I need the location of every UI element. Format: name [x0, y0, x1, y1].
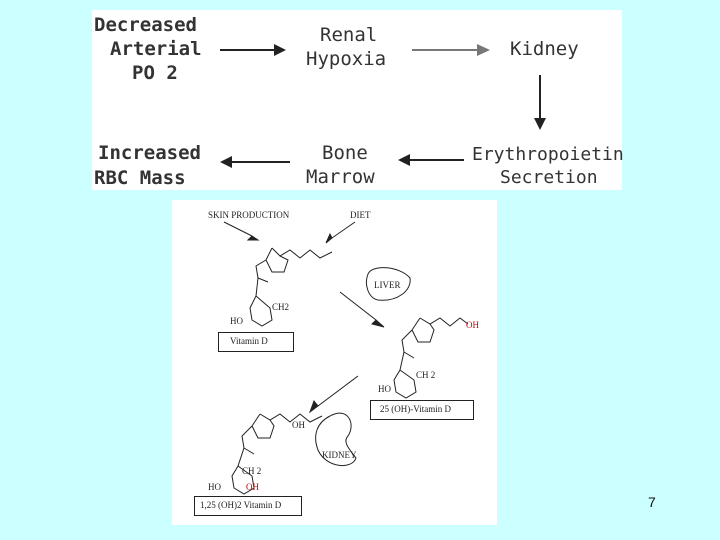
node-rbc-line1: Increased	[98, 142, 201, 164]
arrow-diet	[331, 221, 356, 239]
vitd-label-box	[218, 332, 294, 352]
label-d25-oh: OH	[466, 320, 479, 330]
arrowhead-skin	[246, 235, 260, 241]
d125-ring-a	[231, 447, 255, 495]
arrow-skin	[223, 221, 253, 237]
d25-side-chain	[419, 317, 469, 327]
vitamin-d-panel: SKIN PRODUCTION DIET LIVER CH2 HO Vitami…	[172, 200, 497, 525]
d25-ring-cd	[411, 317, 435, 343]
node-renal-line1: Renal	[320, 24, 378, 46]
label-liver: LIVER	[374, 280, 401, 290]
arrowhead-epo-bone	[398, 154, 410, 166]
arrowhead-decreased-renal	[274, 44, 286, 56]
vitd-ring-a	[249, 277, 273, 327]
arrowhead-bone-rbc	[220, 156, 232, 168]
label-vitd-ho: HO	[230, 316, 243, 326]
d25-label-box	[370, 400, 474, 420]
node-decreased-line1: Decreased	[94, 14, 197, 36]
d25-ring-a	[393, 351, 417, 399]
liver-shape	[365, 267, 411, 301]
label-d125-ho: HO	[208, 482, 221, 492]
arrow-kidney	[317, 375, 359, 407]
node-bone-line1: Bone	[322, 142, 368, 164]
node-decreased-line2: Arterial	[110, 38, 202, 60]
label-kidney: KIDNEY	[322, 450, 357, 460]
node-kidney: Kidney	[510, 38, 579, 60]
flow-panel: Decreased Arterial PO 2 Renal Hypoxia Ki…	[92, 10, 624, 190]
label-vitamin-d: Vitamin D	[230, 336, 268, 346]
label-25-oh-vitamin-d: 25 (OH)-Vitamin D	[380, 404, 451, 414]
vitamin-d-diagram	[223, 221, 469, 495]
label-d25-ch2: CH 2	[416, 370, 436, 380]
d125-side-chain	[259, 413, 323, 423]
arrowhead-kidney	[308, 399, 319, 414]
vitd-ring-cd	[265, 247, 289, 273]
label-skin-production: SKIN PRODUCTION	[208, 210, 290, 220]
arrowhead-liver	[371, 319, 385, 328]
node-epo-line2: Secretion	[500, 167, 598, 188]
arrowhead-kidney-epo	[534, 118, 546, 130]
node-epo-line1: Erythropoietin	[472, 144, 624, 165]
vitd-ring-c	[255, 259, 269, 283]
d125-ring-cd	[251, 413, 275, 439]
node-bone-line2: Marrow	[306, 166, 375, 188]
node-decreased-line3: PO 2	[132, 62, 178, 84]
d125-label-box	[194, 496, 302, 516]
label-d125-oh-top: OH	[292, 420, 305, 430]
kidney-shape	[315, 412, 357, 466]
node-renal-line2: Hypoxia	[306, 48, 387, 70]
flow-arrows	[220, 44, 546, 168]
page-number: 7	[648, 494, 656, 510]
label-diet: DIET	[350, 210, 371, 220]
d125-ring-c	[241, 425, 255, 455]
arrowhead-renal-kidney	[477, 44, 490, 56]
arrowhead-diet	[325, 232, 333, 244]
arrow-liver	[339, 291, 377, 321]
label-vitd-ch2: CH2	[272, 302, 290, 312]
label-d25-ho: HO	[378, 384, 391, 394]
label-d125-oh-red: OH	[246, 482, 259, 492]
label-125-oh-vitamin-d: 1,25 (OH)2 Vitamin D	[200, 500, 282, 510]
d25-ring-c	[401, 329, 415, 359]
label-d125-ch2: CH 2	[242, 466, 262, 476]
node-rbc-line2: RBC Mass	[94, 167, 186, 189]
